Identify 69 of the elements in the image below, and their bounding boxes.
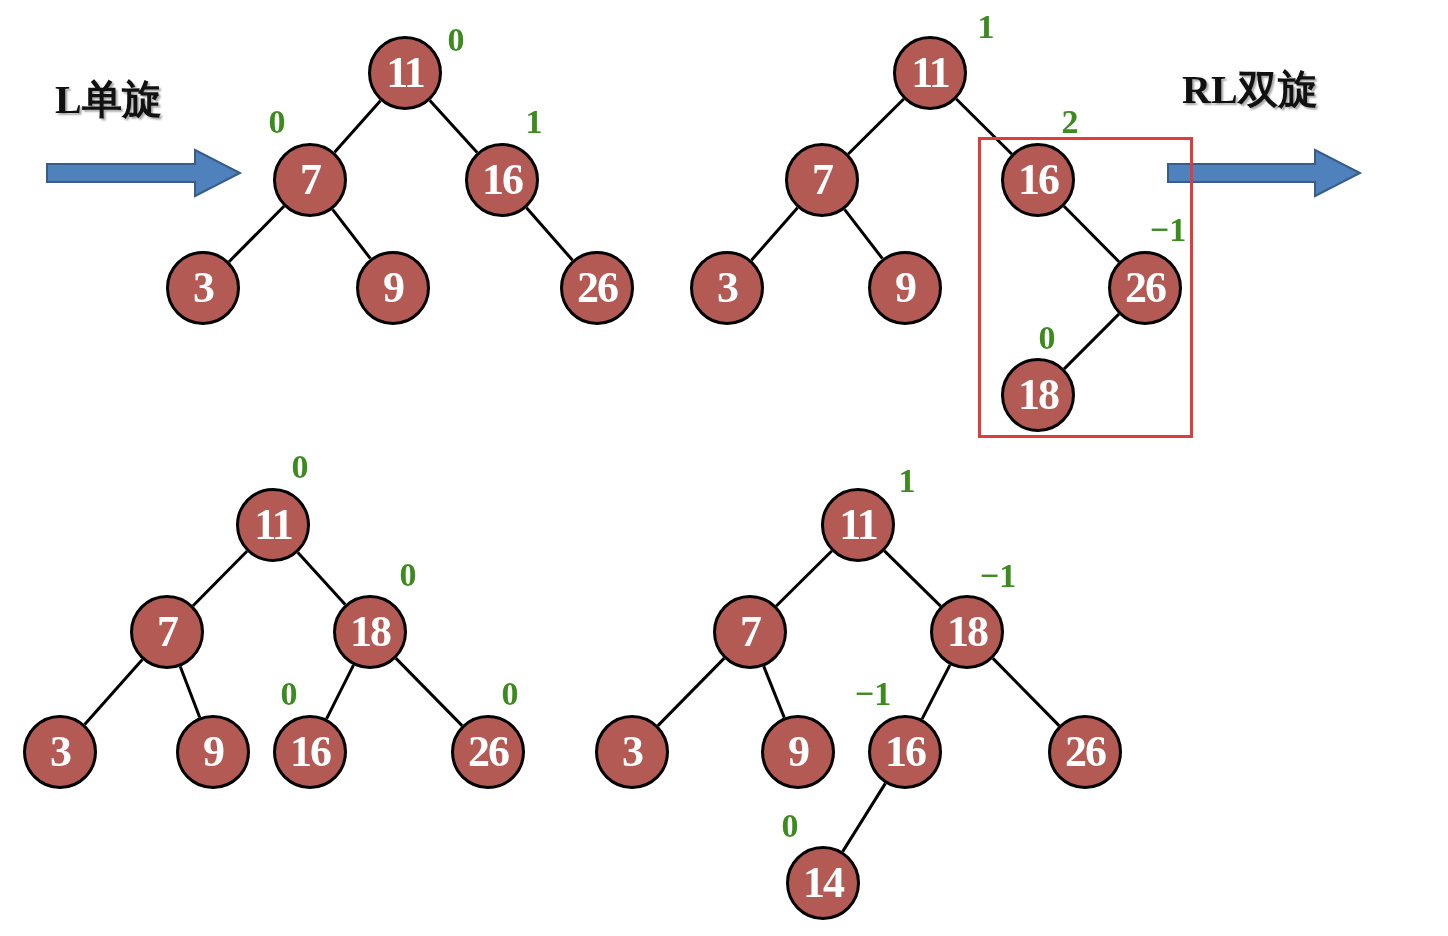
balance-factor: 0: [280, 677, 298, 711]
tree-node-circle: 9: [356, 251, 430, 325]
tree-node-circle: 26: [560, 251, 634, 325]
tree-node-circle: 18: [333, 595, 407, 669]
balance-factor: −1: [1149, 213, 1187, 247]
tree-edge: [656, 657, 726, 727]
tree-node-circle: 7: [130, 595, 204, 669]
tree-edge: [847, 97, 905, 156]
tree-node-circle: 7: [785, 143, 859, 217]
tree-node-circle: 16: [868, 715, 942, 789]
tree-edge: [525, 206, 574, 262]
tree-edge: [394, 657, 464, 727]
tree-node-circle: 7: [713, 595, 787, 669]
balance-factor: 0: [1038, 321, 1056, 355]
balance-factor: 1: [898, 464, 916, 498]
tree-node-circle: 11: [236, 488, 310, 562]
tree-edge: [428, 99, 479, 154]
tree-node-circle: 11: [893, 36, 967, 110]
balance-factor: 1: [525, 105, 543, 139]
tree-node-circle: 9: [176, 715, 250, 789]
balance-factor: 0: [447, 23, 465, 57]
rotation-label: RL双旋: [1182, 68, 1318, 112]
tree-edge: [843, 208, 884, 260]
tree-edge: [178, 666, 202, 718]
tree-node-circle: 9: [761, 715, 835, 789]
tree-node-circle: 11: [368, 36, 442, 110]
balance-factor: 0: [268, 105, 286, 139]
tree-edge: [750, 206, 799, 262]
tree-edge: [325, 664, 355, 720]
tree-edge: [227, 205, 286, 263]
tree-node-circle: 9: [868, 251, 942, 325]
balance-factor: 0: [501, 677, 519, 711]
tree-edge: [920, 664, 952, 720]
tree-node-circle: 3: [23, 715, 97, 789]
tree-node-circle: 14: [786, 846, 860, 920]
tree-edge: [83, 658, 144, 726]
tree-node-circle: 16: [465, 143, 539, 217]
tree-edge: [883, 549, 942, 608]
tree-node-circle: 18: [930, 595, 1004, 669]
rotation-label: L单旋: [55, 78, 162, 122]
tree-node-circle: 3: [166, 251, 240, 325]
tree-edge: [955, 97, 1013, 156]
balance-factor: 0: [291, 450, 309, 484]
balance-factor: 2: [1061, 105, 1079, 139]
tree-node-circle: 16: [1001, 143, 1075, 217]
tree-edge: [991, 657, 1061, 727]
tree-node-circle: 7: [273, 143, 347, 217]
tree-node-circle: 26: [1048, 715, 1122, 789]
tree-node-circle: 26: [451, 715, 525, 789]
tree-edge: [333, 99, 382, 154]
balance-factor: −1: [979, 559, 1017, 593]
tree-edge: [775, 549, 833, 608]
tree-edge: [331, 208, 372, 260]
tree-edge: [841, 782, 887, 853]
tree-node-circle: 26: [1108, 251, 1182, 325]
tree-edge: [1062, 205, 1121, 263]
tree-node-circle: 18: [1001, 358, 1075, 432]
tree-edge: [296, 551, 347, 606]
balance-factor: 0: [781, 809, 799, 843]
tree-edge: [762, 665, 786, 719]
tree-edge: [1063, 313, 1120, 370]
tree-edge: [191, 550, 249, 607]
tree-node-circle: 3: [690, 251, 764, 325]
tree-node-circle: 11: [821, 488, 895, 562]
tree-node-circle: 3: [595, 715, 669, 789]
balance-factor: 0: [399, 558, 417, 592]
balance-factor: −1: [854, 677, 892, 711]
tree-node-circle: 16: [273, 715, 347, 789]
balance-factor: 1: [977, 10, 995, 44]
